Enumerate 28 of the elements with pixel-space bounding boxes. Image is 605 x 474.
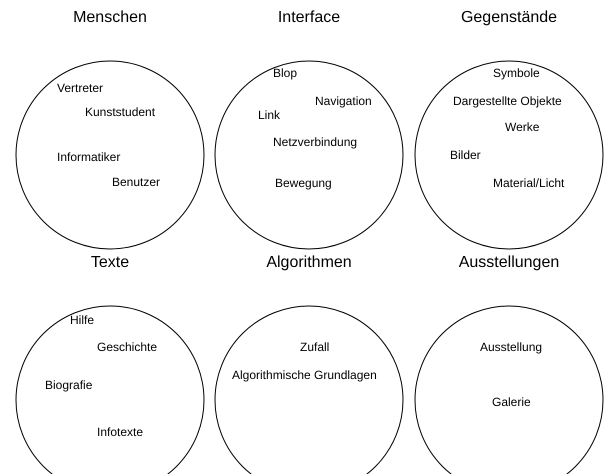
term-label: Infotexte [97,425,144,439]
group-heading: Gegenstände [460,9,558,27]
term-label: Material/Licht [493,176,564,190]
term-label: Symbole [493,66,540,80]
group-heading: Ausstellungen [458,254,560,272]
term-label: Ausstellung [480,340,542,354]
term-label: Hilfe [70,313,94,327]
term-label: Informatiker [57,150,120,164]
term-label: Bilder [450,148,481,162]
term-label: Benutzer [112,175,160,189]
term-label: Biografie [45,378,92,392]
term-label: Werke [505,120,540,134]
group-heading: Algorithmen [265,254,353,272]
term-label: Bewegung [275,176,332,190]
term-label: Link [258,108,280,122]
term-label: Netzverbindung [273,135,358,149]
term-label: Blop [273,66,298,80]
group-heading: Interface [276,9,342,27]
term-label: Geschichte [97,340,158,354]
term-label: Kunststudent [85,105,156,119]
term-label: Navigation [315,94,372,108]
term-label: Dargestellte Objekte [453,94,562,108]
group-heading: Texte [90,254,130,272]
term-label: Vertreter [57,81,104,95]
term-label: Zufall [300,340,330,354]
group-heading: Menschen [72,9,148,27]
term-label: Galerie [492,395,531,409]
term-label: Algorithmische Grundlagen [232,368,377,382]
